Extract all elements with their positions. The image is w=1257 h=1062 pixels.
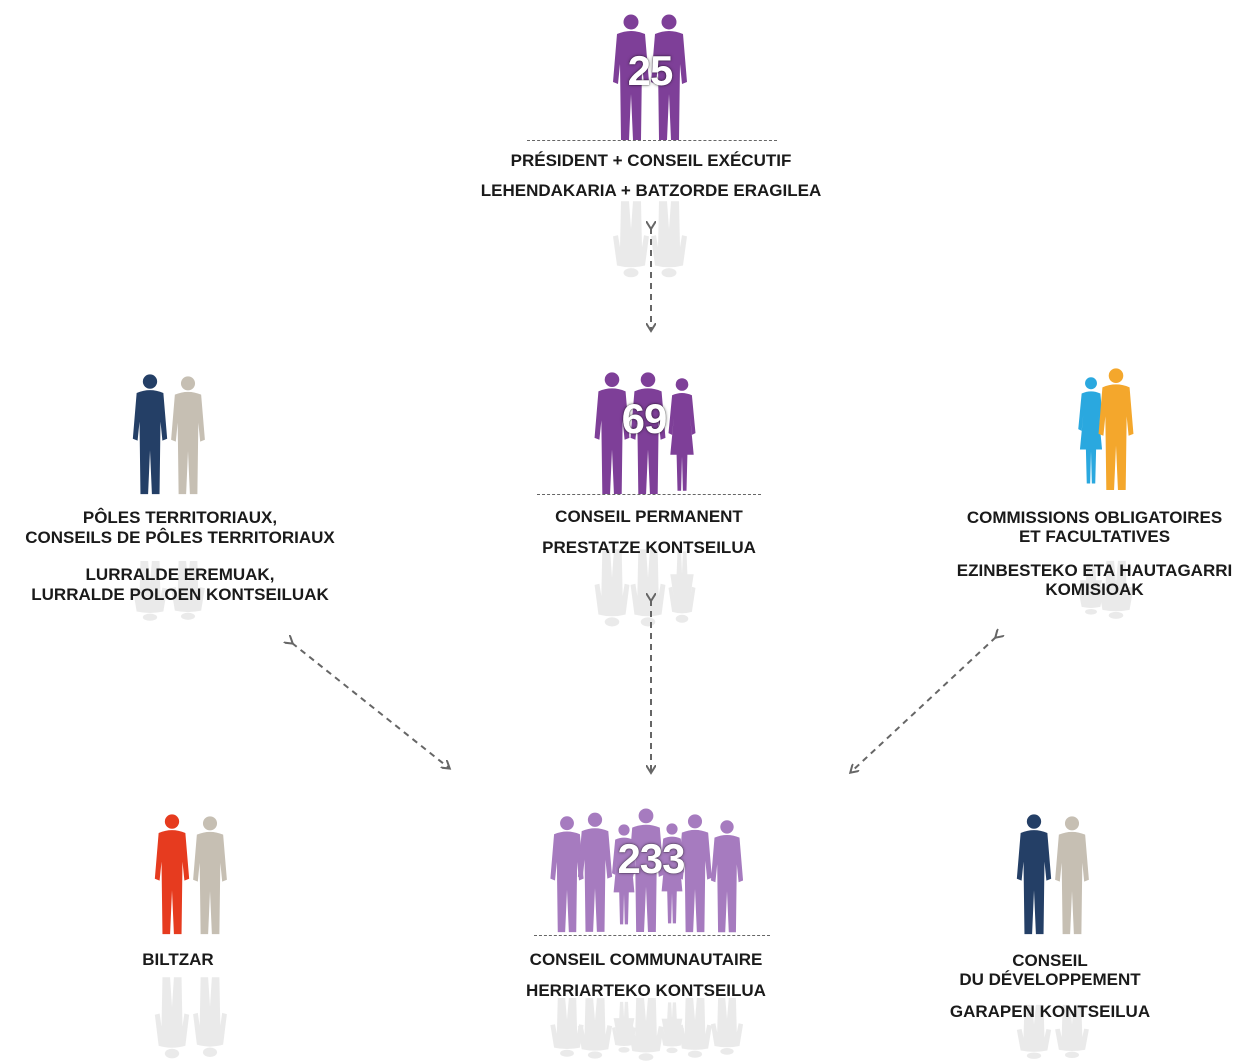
commissions-label-eu-2: KOMISIOAK [1045,580,1144,599]
permanent-label-eu: PRESTATZE KONTSEILUA [542,538,756,557]
permanent-count: 69 [621,395,668,442]
commissions-label-eu-1: EZINBESTEKO ETA HAUTAGARRI [956,561,1233,580]
developpement-label-eu: GARAPEN KONTSEILUA [949,1002,1151,1021]
developpement-figures-icon [1016,814,1089,935]
poles-label-eu-2: LURRALDE POLOEN KONTSEILUAK [31,585,329,604]
permanent-reflection [594,549,696,627]
communautaire-count: 233 [617,835,685,882]
poles-label-eu-1: LURRALDE EREMUAK, [85,565,275,584]
biltzar-reflection [154,977,227,1059]
communautaire-divider [534,935,770,936]
permanent-divider [537,494,761,495]
communautaire-label-fr: CONSEIL COMMUNAUTAIRE [529,950,763,969]
executive-divider [527,140,777,141]
executive-label-eu: LEHENDAKARIA + BATZORDE ERAGILEA [480,181,822,200]
developpement-label-fr-1: CONSEIL [1012,951,1088,970]
arrow-poles-communautaire [292,643,449,768]
poles-label-fr-2: CONSEILS DE PÔLES TERRITORIAUX [25,528,335,547]
biltzar-label: BILTZAR [142,950,214,969]
poles-label-fr-1: PÔLES TERRITORIAUX, [82,508,278,527]
commissions-label-fr-1: COMMISSIONS OBLIGATOIRES [966,508,1223,527]
poles-figures-icon [132,374,205,495]
biltzar-figures-icon [154,814,227,935]
commissions-label-fr-2: ET FACULTATIVES [1018,527,1171,546]
arrow-commissions-communautaire [851,637,996,772]
executive-count: 25 [627,47,674,94]
commissions-figures-icon [1078,368,1134,491]
permanent-label-fr: CONSEIL PERMANENT [555,507,743,526]
communautaire-label-eu: HERRIARTEKO KONTSEILUA [526,981,766,1000]
executive-reflection [613,201,687,278]
communautaire-reflection [550,997,744,1061]
executive-label-fr: PRÉSIDENT + CONSEIL EXÉCUTIF [510,151,792,170]
developpement-label-fr-2: DU DÉVELOPPEMENT [959,970,1141,989]
